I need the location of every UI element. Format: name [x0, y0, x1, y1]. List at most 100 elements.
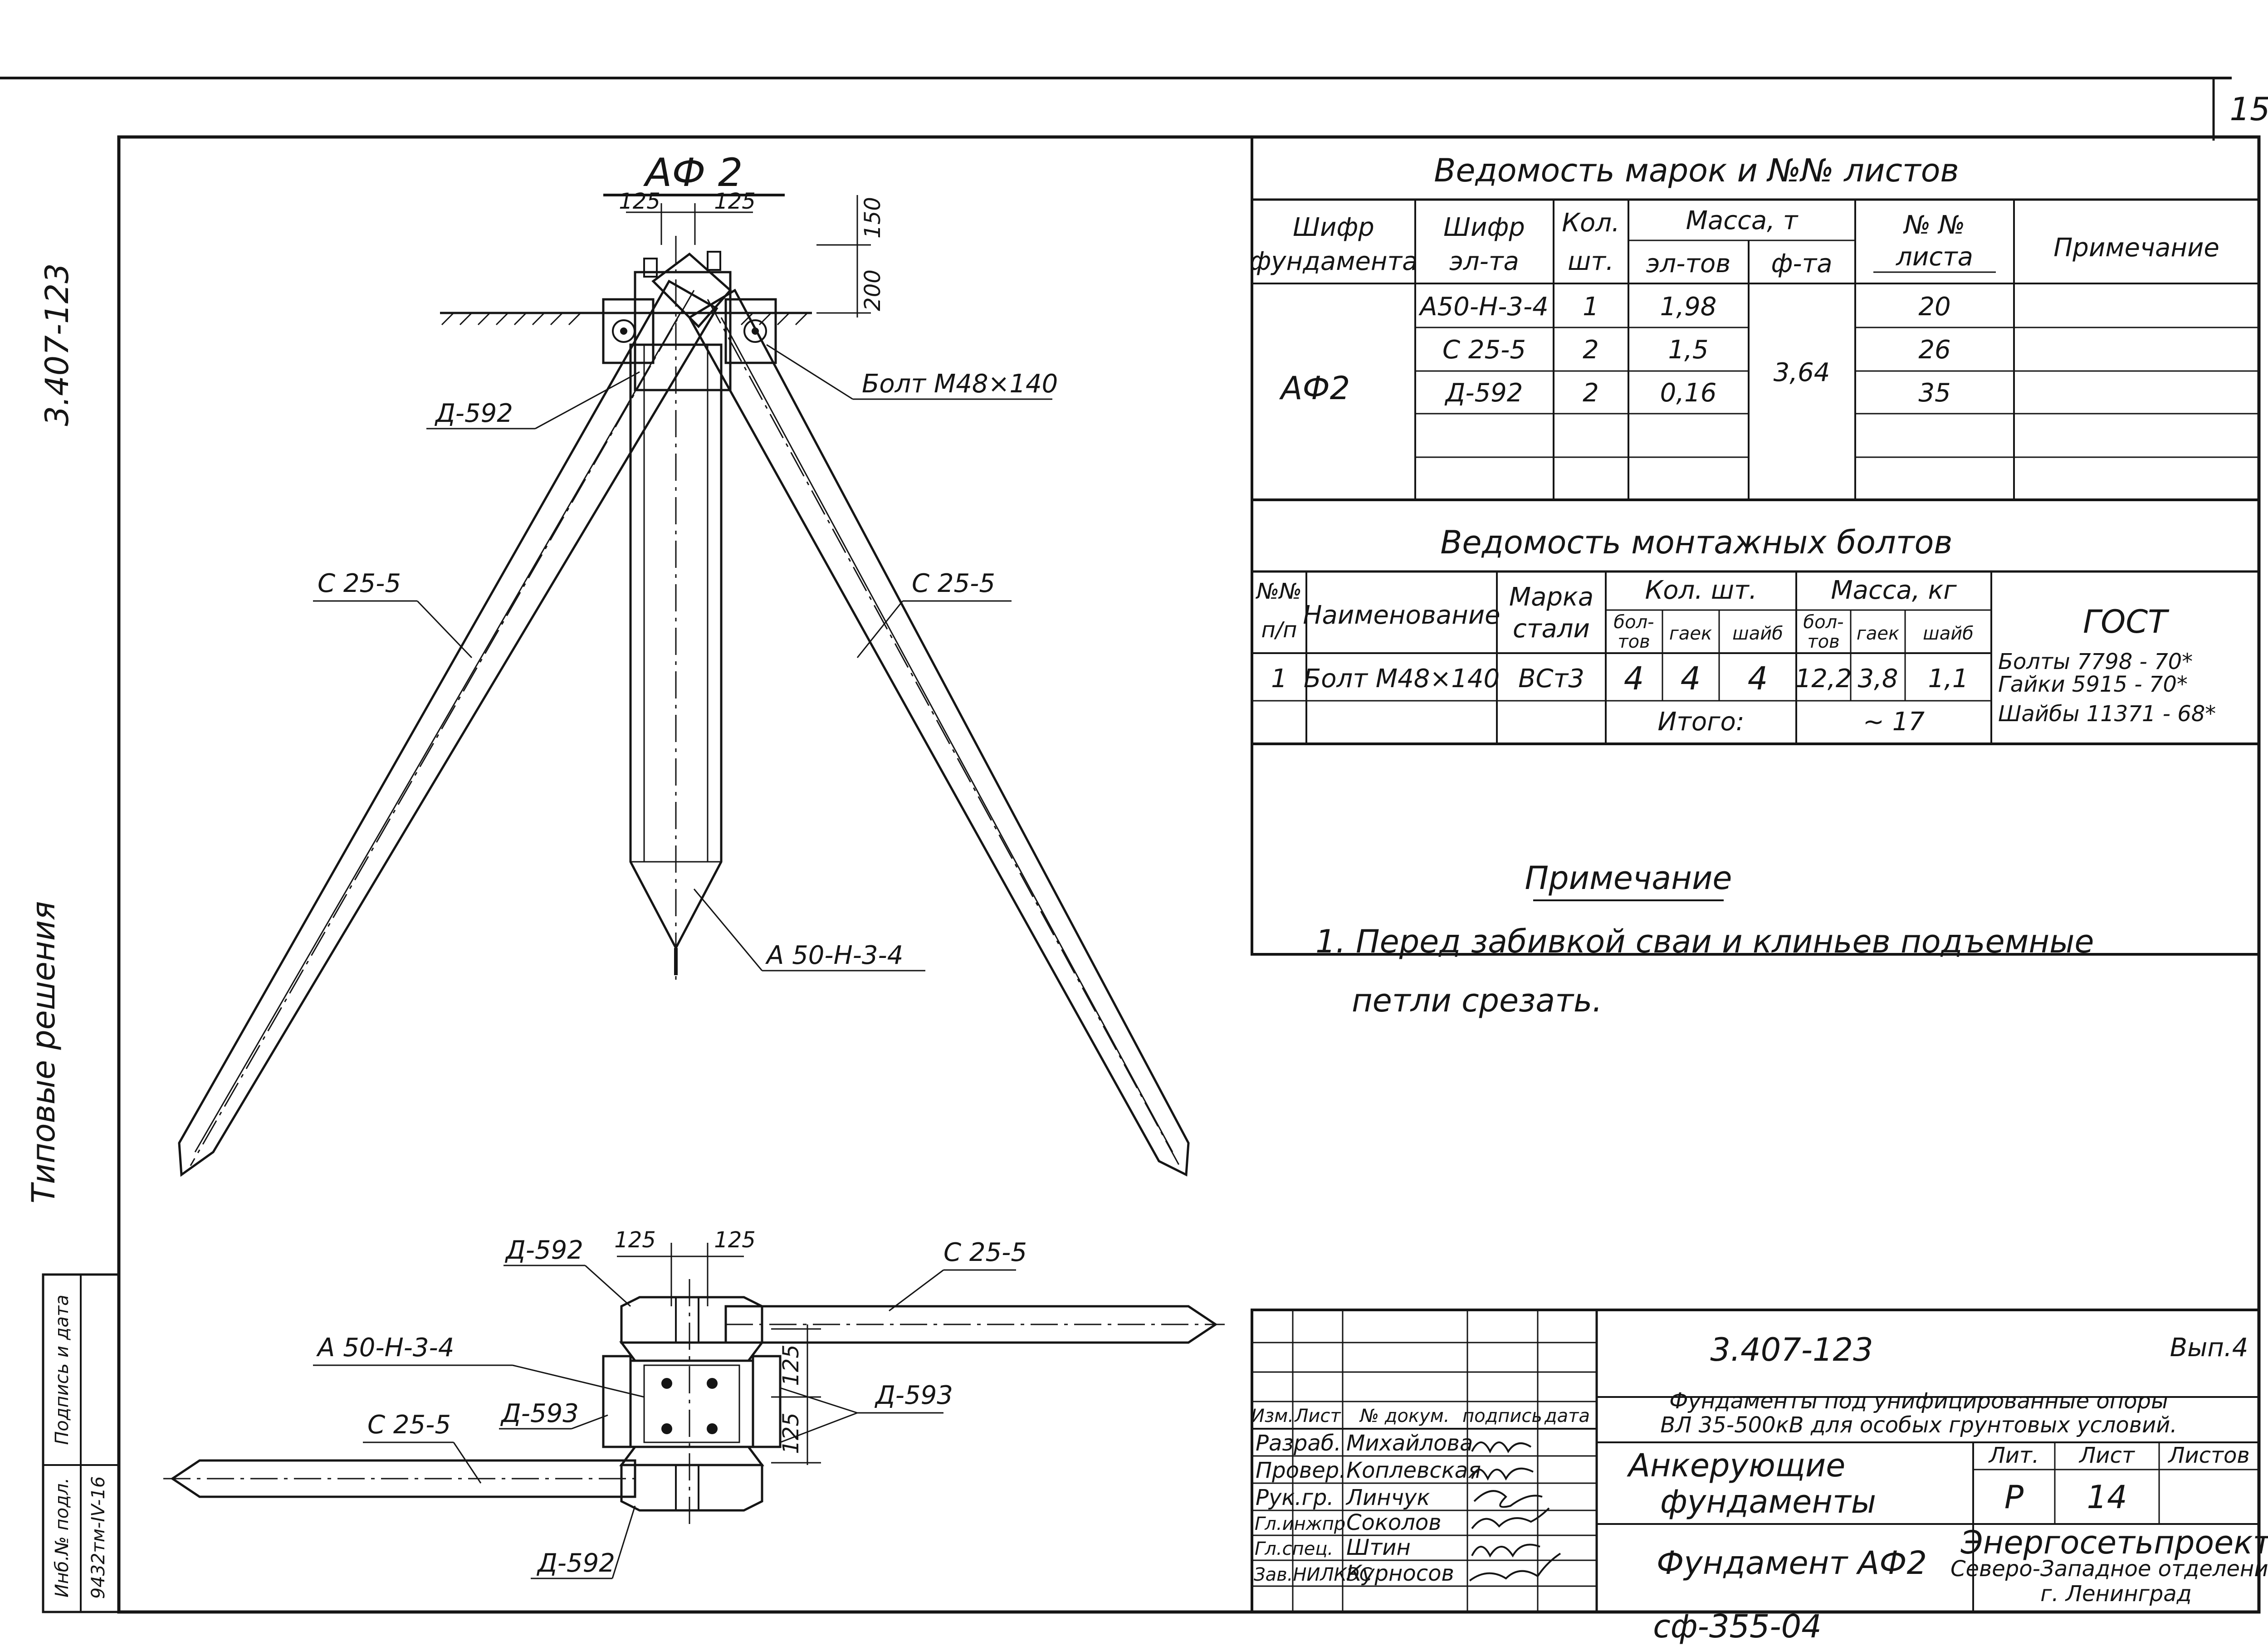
bolt-row-mw: 1,1: [1928, 664, 1968, 694]
page-number: 15: [2229, 91, 2268, 128]
b-hdr-mb-2: тов: [1807, 631, 1839, 652]
bolts-table: Ведомость монтажных болтов №№ п/п Наимен…: [1252, 524, 2259, 745]
tb-org-3: г. Ленинград: [2040, 1581, 2192, 1607]
tb-lit-head: Лит.: [1988, 1443, 2039, 1468]
inv-label: Инб.№ подл.: [52, 1478, 73, 1597]
bolt-row-steel: ВСт3: [1518, 664, 1584, 694]
tb-name-3: Линчук: [1345, 1485, 1430, 1510]
b-hdr-name: Наименование: [1303, 601, 1500, 630]
marks-row-3-sheet: 35: [1918, 378, 1950, 408]
marks-row-2-sheet: 26: [1918, 335, 1950, 365]
b-hdr-gost: ГОСТ: [2083, 603, 2170, 640]
marks-title: Ведомость марок и №№ листов: [1434, 152, 1959, 189]
tb-role-4: Гл.инжпр: [1255, 1514, 1345, 1534]
label-c255-right: С 25-5: [912, 569, 995, 598]
b-hdr-no-2: п/п: [1261, 617, 1297, 643]
inv-value: 9432тм-IV-16: [88, 1476, 109, 1599]
bolts-total-label: Итого:: [1657, 707, 1744, 737]
bolt-row-mb: 12,2: [1795, 664, 1852, 694]
foundation-mass: 3,64: [1774, 358, 1830, 387]
b-hdr-mass: Масса, кг: [1831, 576, 1957, 605]
tb-name-4: Соколов: [1346, 1510, 1442, 1535]
bolt-row-qn: 4: [1681, 660, 1701, 697]
label-bolt: Болт М48×140: [862, 369, 1058, 399]
hdr-qty-2: шт.: [1568, 247, 1614, 276]
marks-row-1-sheet: 20: [1918, 292, 1950, 322]
tb-name-1: Михайлова: [1346, 1431, 1473, 1456]
tb-sheets-head: Листов: [2167, 1443, 2249, 1468]
plan-drawing: 125 125 125 125 Д-592: [163, 1227, 1225, 1579]
marks-row-3-qty: 2: [1583, 378, 1599, 408]
side-typical: Типовые решения: [25, 901, 62, 1204]
tb-role-2: Провер.: [1256, 1458, 1346, 1483]
note-line-1: 1. Перед забивкой сваи и клиньев подъемн…: [1315, 923, 2094, 960]
tb-role-5: Гл.спец.: [1255, 1539, 1333, 1559]
plan-label-c255-top: С 25-5: [943, 1238, 1027, 1267]
hdr-qty-1: Кол.: [1562, 208, 1620, 238]
plan-dim-125-d: 125: [778, 1412, 804, 1454]
hdr-el-code-2: эл-та: [1449, 247, 1519, 276]
marks-table: Ведомость марок и №№ листов Шифр фундаме…: [1250, 136, 2260, 956]
tb-name-2: Коплевская: [1346, 1458, 1481, 1483]
marks-row-2-qty: 2: [1583, 335, 1599, 365]
bolt-row-name: Болт М48×140: [1304, 664, 1500, 694]
hdr-found-code-1: Шифр: [1293, 213, 1374, 242]
tb-org-1: Энергосетьпроект: [1960, 1524, 2268, 1561]
tb-role-6: Зав.НИЛКЭС: [1254, 1564, 1372, 1585]
dim-125-a: 125: [619, 189, 660, 214]
marks-row-3-code: Д-592: [1444, 378, 1523, 408]
b-hdr-qty: Кол. шт.: [1645, 576, 1757, 605]
hdr-mass-f: ф-та: [1771, 249, 1832, 278]
plan-dim-125-c: 125: [778, 1344, 804, 1386]
tb-name-1-line: Анкерующие: [1627, 1447, 1845, 1484]
marks-row-1-mass: 1,98: [1660, 292, 1717, 322]
b-hdr-qw: шайб: [1732, 623, 1783, 644]
note-title: Примечание: [1525, 860, 1732, 897]
tb-sheet: 14: [2087, 1479, 2127, 1516]
tb-col-izm: Изм.: [1251, 1406, 1294, 1426]
tb-org-2: Северо-Западное отделение: [1950, 1556, 2268, 1582]
plan-label-a50: А 50-Н-3-4: [316, 1333, 454, 1363]
tb-col-doc: № докум.: [1359, 1406, 1449, 1426]
b-hdr-mn: гаек: [1857, 623, 1899, 644]
gost-bolts: Болты 7798 - 70*: [1998, 649, 2193, 674]
b-hdr-qb-1: бол-: [1613, 612, 1654, 633]
marks-row-2-mass: 1,5: [1668, 335, 1708, 365]
tb-col-list: Лист: [1294, 1406, 1341, 1426]
marks-row-3-mass: 0,16: [1660, 378, 1717, 408]
tb-name-5: Штин: [1346, 1535, 1411, 1560]
dim-125-b: 125: [714, 189, 756, 214]
plan-dim-125-a: 125: [614, 1227, 656, 1253]
tb-name-6: Курносов: [1346, 1561, 1454, 1586]
tb-doc-number: 3.407-123: [1710, 1331, 1873, 1368]
registration-box: Подпись и дата Инб.№ подл. 9432тм-IV-16: [42, 1273, 120, 1613]
tb-role-1: Разраб.: [1256, 1431, 1341, 1456]
tb-col-sign: подпись: [1462, 1406, 1542, 1426]
hdr-sheets-1: № №: [1903, 210, 1965, 240]
tb-issue: Вып.4: [2170, 1333, 2248, 1363]
hdr-mass: Масса, т: [1686, 206, 1799, 235]
bolt-row-qb: 4: [1624, 660, 1644, 697]
marks-row-1-code: А50-Н-3-4: [1418, 292, 1549, 322]
b-hdr-no-1: №№: [1255, 579, 1302, 604]
plan-label-d592-bottom: Д-592: [536, 1548, 615, 1578]
tb-desc-1: Фундаменты под унифицированные опоры: [1669, 1388, 2168, 1414]
plan-label-d592-top: Д-592: [504, 1236, 583, 1265]
tb-desc-2: ВЛ 35-500кВ для особых грунтовых условий…: [1660, 1412, 2177, 1438]
label-a50: А 50-Н-3-4: [765, 941, 903, 970]
bolts-title: Ведомость монтажных болтов: [1440, 524, 1952, 561]
dim-150: 150: [860, 197, 885, 239]
label-d592: Д-592: [434, 399, 513, 428]
b-hdr-qn: гаек: [1669, 623, 1712, 644]
note-line-2: петли срезать.: [1352, 982, 1602, 1019]
dim-200: 200: [860, 269, 885, 311]
bolt-row-no: 1: [1271, 664, 1287, 694]
plan-dim-125-b: 125: [714, 1227, 756, 1253]
marks-row-1-qty: 1: [1583, 292, 1599, 322]
label-c255-left: С 25-5: [318, 569, 401, 598]
plan-label-c255-left: С 25-5: [367, 1410, 451, 1440]
plan-label-d593-right: Д-593: [874, 1381, 953, 1410]
tb-sheet-head: Лист: [2078, 1443, 2136, 1468]
drawing-title: АФ 2: [643, 150, 743, 195]
